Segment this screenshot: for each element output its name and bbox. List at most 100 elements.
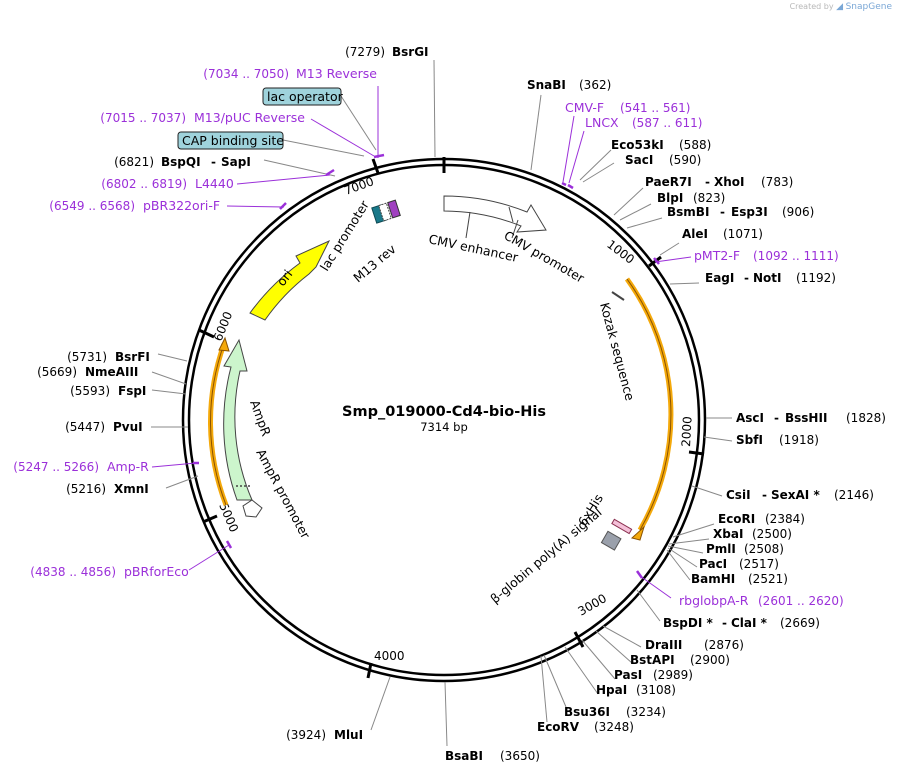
primer-pbr322ori-f: pBR322ori-F xyxy=(143,198,220,213)
orf-arrowhead-left xyxy=(218,336,230,352)
site-eagi-sep: - xyxy=(744,271,749,285)
tick-3000: 3000 xyxy=(576,591,609,618)
site-bsrgi-pos: (7279) xyxy=(345,45,385,59)
cmv-divider xyxy=(508,206,514,223)
site-xbai: XbaI xyxy=(713,527,743,541)
site-sbfi: SbfI xyxy=(736,433,763,447)
feature-m13-rev: M13 rev xyxy=(350,241,399,285)
tick-mark-3000 xyxy=(573,631,585,648)
site-xhoi-pos: (783) xyxy=(761,175,793,189)
feature-ampr-promoter: AmpR promoter xyxy=(253,446,313,541)
site-sexai-pos: (2146) xyxy=(834,488,874,502)
site-pvui-pos: (5447) xyxy=(65,420,105,434)
site-bsmbi: BsmBI xyxy=(667,205,709,219)
kozak-mark xyxy=(611,291,625,301)
site-bspdi: BspDI * xyxy=(663,616,713,630)
primer-m13-reverse-range: (7034 .. 7050) xyxy=(203,67,289,81)
site-csii-sep: - xyxy=(762,488,767,502)
snapgene-logo-icon: ◢ xyxy=(836,2,844,12)
primer-lncx-range: (587 .. 611) xyxy=(632,116,702,130)
site-bamhi: BamHI xyxy=(691,572,735,586)
primer-labels: (7034 .. 7050) M13 Reverse (7015 .. 7037… xyxy=(13,66,843,608)
primer-m13-puc-reverse: M13/pUC Reverse xyxy=(194,110,305,125)
site-noti-pos: (1192) xyxy=(796,271,836,285)
site-snabi-pos: (362) xyxy=(579,78,611,92)
site-bsrfi: BsrFI xyxy=(115,350,150,364)
feature-kozak-sequence: Kozak sequence xyxy=(597,301,638,403)
site-bstapi: BstAPI xyxy=(630,653,675,667)
site-alei: AleI xyxy=(682,227,708,241)
site-ecori: EcoRI xyxy=(718,512,755,526)
primer-amp-r-range: (5247 .. 5266) xyxy=(13,460,99,474)
site-xmni: XmnI xyxy=(114,482,149,496)
site-leaders xyxy=(151,59,733,747)
site-alei-pos: (1071) xyxy=(723,227,763,241)
plasmid-name: Smp_019000-Cd4-bio-His xyxy=(342,404,546,420)
cmv-arrow xyxy=(443,195,547,233)
primer-amp-r: Amp-R xyxy=(107,459,149,474)
cap-binding-site-label-box: CAP binding site xyxy=(177,131,284,150)
site-draiii: DraIII xyxy=(645,638,682,652)
cmv-promoter-leader xyxy=(511,219,519,239)
site-labels: (7279) BsrGI SnaBI (362) Eco53kI (588) S… xyxy=(37,45,886,763)
site-xmni-pos: (5216) xyxy=(66,482,106,496)
site-bsshii-pos: (1828) xyxy=(846,411,886,425)
site-eco53ki-pos: (588) xyxy=(679,138,711,152)
site-bsabi: BsaBI xyxy=(445,749,483,763)
site-bamhi-pos: (2521) xyxy=(748,572,788,586)
site-pmli-pos: (2508) xyxy=(744,542,784,556)
primer-rbglobpa-r: rbglobpA-R xyxy=(679,593,749,608)
cap-binding-site-text: CAP binding site xyxy=(182,133,284,148)
tick-2000: 2000 xyxy=(679,416,695,447)
orf-arc-left-core xyxy=(210,343,227,506)
site-bsabi-pos: (3650) xyxy=(500,749,540,763)
site-asci-sep: - xyxy=(774,411,779,425)
primer-cmv-f-range: (541 .. 561) xyxy=(620,101,690,115)
site-mlui-pos: (3924) xyxy=(286,728,326,742)
site-paer7i: PaeR7I xyxy=(645,175,692,189)
primer-pbr322ori-f-range: (6549 .. 6568) xyxy=(49,199,135,213)
site-clai: ClaI * xyxy=(731,616,768,630)
site-fspi-pos: (5593) xyxy=(70,384,110,398)
site-ecori-pos: (2384) xyxy=(765,512,805,526)
primer-m13-puc-reverse-range: (7015 .. 7037) xyxy=(100,111,186,125)
site-hpai-pos: (3108) xyxy=(636,683,676,697)
site-eagi: EagI xyxy=(705,271,734,285)
site-hpai: HpaI xyxy=(596,683,627,697)
primer-cmv-f: CMV-F xyxy=(565,100,604,115)
tick-mark-4000 xyxy=(366,662,373,679)
primer-l4440: L4440 xyxy=(195,176,234,191)
site-sbfi-pos: (1918) xyxy=(779,433,819,447)
polya-box xyxy=(600,530,622,551)
site-bsu36i-pos: (3234) xyxy=(626,705,666,719)
site-nmeaiii: NmeAIII xyxy=(85,365,138,379)
site-pvui: PvuI xyxy=(113,420,143,434)
tick-1000: 1000 xyxy=(604,237,637,267)
primer-pbrforeco: pBRforEco xyxy=(124,564,189,579)
site-paci-pos: (2517) xyxy=(739,557,779,571)
orf-arc-right-core xyxy=(626,278,672,531)
primer-m13-reverse: M13 Reverse xyxy=(296,66,377,81)
primer-pmt2-f-range: (1092 .. 1111) xyxy=(753,249,839,263)
site-saci-pos: (590) xyxy=(669,153,701,167)
site-pasi-pos: (2989) xyxy=(653,668,693,682)
lac-operator-text: lac operator xyxy=(267,89,344,104)
tick-mark-7000 xyxy=(371,158,380,174)
tick-mark-5000 xyxy=(202,514,218,524)
site-eco53ki: Eco53kI xyxy=(611,138,664,152)
site-saci: SacI xyxy=(625,153,653,167)
ori-arrow xyxy=(249,239,331,321)
site-bsmbi-sep: - xyxy=(720,205,725,219)
site-ecorv-pos: (3248) xyxy=(594,720,634,734)
site-fspi: FspI xyxy=(118,384,146,398)
site-xhoi: XhoI xyxy=(714,175,745,189)
site-clai-pos: (2669) xyxy=(780,616,820,630)
site-bspqi: BspQI xyxy=(161,155,201,169)
primer-marks xyxy=(193,153,660,579)
lac-operator-leader xyxy=(340,95,377,151)
site-bspqi-pos: (6821) xyxy=(114,155,154,169)
primer-pmt2-f: pMT2-F xyxy=(694,248,740,263)
tick-5000: 5000 xyxy=(216,501,241,535)
primer-lncx: LNCX xyxy=(585,115,619,130)
